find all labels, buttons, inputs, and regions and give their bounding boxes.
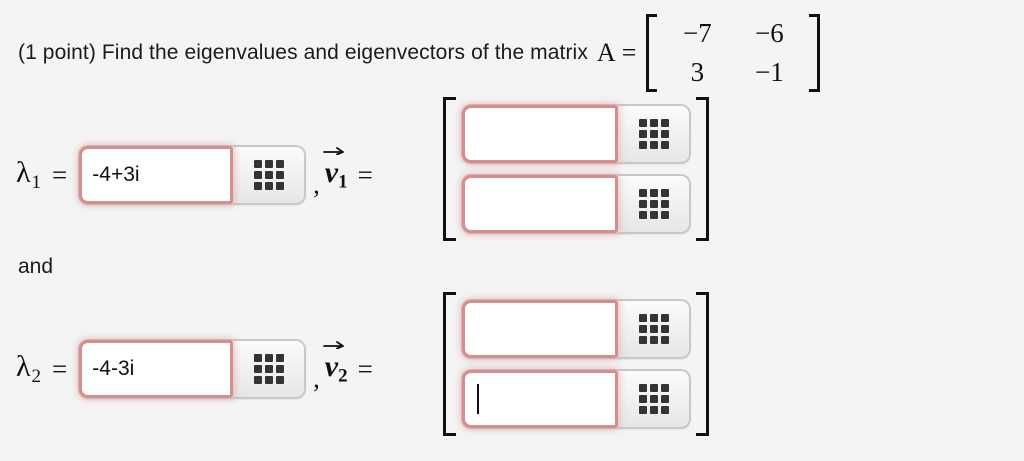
row-2-comma: , [313,364,320,393]
vector-2-equals: = [357,353,373,384]
lambda-2-label: λ2 [16,350,43,387]
eigenvalue-2-keypad-button[interactable] [233,340,306,398]
eigenvalue-2-input[interactable]: -4-3i [79,340,234,398]
eigenvalue-row-2: λ2 = -4-3i , v2 = [16,340,385,398]
vector-1-subscript: 1 [338,171,348,193]
keypad-grid-icon [638,384,669,414]
matrix-entry-r1c1: −7 [683,18,712,48]
text-caret [477,384,479,414]
eigenvector-2-row-1-input[interactable] [462,300,618,358]
eigenvalue-1-input[interactable]: -4+3i [79,146,234,204]
matrix-left-bracket [646,14,658,92]
eigenvector-1-row-2-field-widget[interactable] [462,175,690,233]
matrix-a-entries: −7 −6 3 −1 [657,14,809,92]
eigenvector-1-left-bracket [443,97,456,241]
eigenvector-2-row-1-field-widget[interactable] [462,300,690,358]
eigenvector-1-row-1-field-widget[interactable] [462,105,690,163]
lambda-2-glyph: λ [16,350,31,384]
lambda-2-equals: = [52,353,68,384]
matrix-symbol-a: A [596,38,616,67]
eigenvector-1-right-bracket [696,97,709,241]
question-text: (1 point) Find the eigenvalues and eigen… [18,41,588,64]
eigenvector-2-row-1-keypad-button[interactable] [618,300,690,358]
matrix-entry-r2c1: 3 [690,57,705,87]
vector-arrow-icon [322,147,344,156]
lambda-1-subscript: 1 [31,171,42,193]
row-1-comma: , [313,170,320,199]
keypad-grid-icon [253,160,284,190]
lambda-1-label: λ1 [16,156,43,193]
vector-arrow-icon [322,341,344,350]
keypad-grid-icon [638,314,669,344]
eigenvector-2-right-bracket [696,292,709,436]
question-equals-sign: = [621,38,637,67]
eigenvector-2-left-bracket [443,292,456,436]
vector-2-subscript: 2 [338,365,348,387]
keypad-grid-icon [638,189,669,219]
eigenvector-1-row-2-input[interactable] [462,175,618,233]
eigenvector-2-row-2-field-widget[interactable] [462,370,690,428]
eigenvalue-1-keypad-button[interactable] [233,146,306,204]
eigenvector-2-row-2-keypad-button[interactable] [618,370,690,428]
connector-and: and [18,255,53,279]
vector-1-equals: = [357,159,373,190]
eigenvector-2-matrix [443,292,709,436]
eigenvalue-2-field-widget[interactable]: -4-3i [79,340,306,398]
eigenvector-2-entries [456,292,696,436]
matrix-right-bracket [809,14,821,92]
eigenvector-1-row-2-keypad-button[interactable] [618,175,690,233]
question-statement: (1 point) Find the eigenvalues and eigen… [18,14,821,92]
eigenvector-2-row-2-input[interactable] [462,370,618,428]
keypad-grid-icon [253,354,284,384]
vector-2-label: v2 [322,341,349,387]
eigenvector-1-row-1-input[interactable] [462,105,618,163]
connector-and-text: and [18,255,54,278]
eigenvalue-row-1: λ1 = -4+3i , v1 = [16,146,385,204]
matrix-a: −7 −6 3 −1 [646,14,821,92]
vector-1-label: v1 [322,147,349,193]
eigenvector-1-row-1-keypad-button[interactable] [618,105,690,163]
keypad-grid-icon [638,119,669,149]
eigenvector-1-matrix [443,97,709,241]
vector-1-glyph: v [324,156,339,190]
lambda-2-subscript: 2 [31,365,42,387]
eigenvector-1-entries [456,97,696,241]
lambda-1-equals: = [52,159,68,190]
eigenvalue-1-field-widget[interactable]: -4+3i [79,146,306,204]
vector-2-glyph: v [324,350,339,384]
matrix-entry-r2c2: −1 [755,57,784,87]
lambda-1-glyph: λ [16,156,31,190]
matrix-entry-r1c2: −6 [755,18,784,48]
